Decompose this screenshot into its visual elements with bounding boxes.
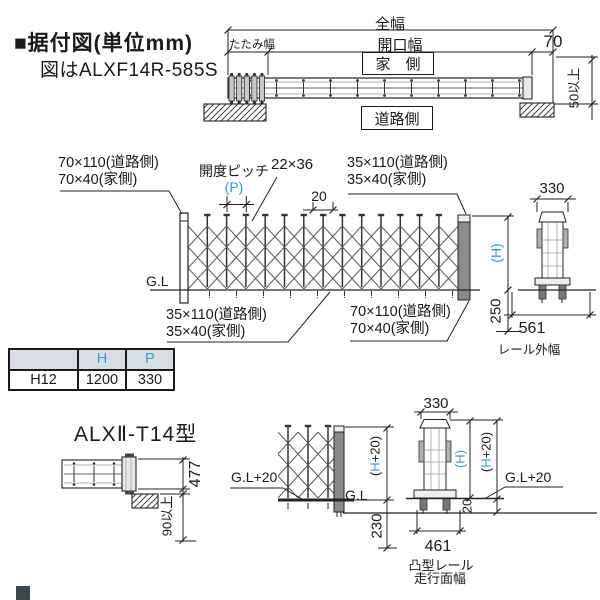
next-section-bullet — [16, 586, 30, 600]
curb-elevation-linework — [230, 424, 597, 552]
paren: ( — [367, 471, 383, 477]
spec-table-header-row: H P — [9, 349, 174, 370]
post-section-line1: 35×110(道路側) — [347, 155, 448, 171]
figure-note: 図はALXF14R-585S — [40, 60, 219, 81]
post-section-line1: 35×110(道路側) — [166, 307, 267, 323]
post-section-top-right-label: 35×110(道路側) 35×40(家側) — [347, 155, 448, 189]
paren: ( — [478, 467, 494, 473]
dim-230: 230 — [368, 513, 386, 539]
spec-table-cell-h: 1200 — [78, 369, 126, 390]
dim-height-plus-20-mid: (H+20) — [368, 436, 383, 476]
post-section-bottom-left-label: 35×110(道路側) 35×40(家側) — [166, 307, 267, 341]
plan-view-linework — [203, 26, 598, 122]
spec-table-cell-size: H12 — [9, 369, 78, 390]
spec-table: H P H12 1200 330 — [8, 348, 175, 391]
post-section-top-left-label: 70×110(道路側) 70×40(家側) — [58, 155, 159, 189]
post-side-section — [504, 195, 596, 319]
pitch-symbol: (P) — [224, 179, 244, 195]
gl-label-bottom: G.L — [345, 487, 368, 503]
dim-total-width: 全幅 — [374, 16, 406, 33]
model-label: ALXⅡ-T14型 — [74, 423, 198, 446]
dim-20-top: 20 — [311, 188, 327, 204]
dim-330-bottom: 330 — [423, 395, 449, 412]
dim-250: 250 — [487, 298, 505, 324]
post-section-line1: 70×110(道路側) — [58, 155, 159, 171]
dim-height-symbol: (H) — [488, 243, 504, 263]
dim-477: 477 — [187, 460, 204, 488]
spec-table-header-blank — [9, 349, 78, 370]
lattice-size-label: 22×36 — [271, 156, 314, 173]
house-side-label: 家 側 — [362, 52, 434, 75]
dim-330-post: 330 — [539, 180, 565, 197]
post-section-line2: 35×40(家側) — [166, 324, 246, 340]
road-side-label: 道路側 — [361, 106, 433, 130]
spec-table-cell-p: 330 — [126, 369, 174, 390]
rail-type-label-line2: 走行面幅 — [413, 571, 467, 586]
spec-table-header-h: H — [78, 349, 126, 370]
ground-line-label: G.L — [146, 273, 169, 289]
post-section-line1: 70×110(道路側) — [350, 304, 451, 320]
post-front-section-linework — [406, 408, 563, 535]
post-section-line2: 70×40(家側) — [350, 321, 430, 337]
post-section-bottom-right-label: 70×110(道路側) 70×40(家側) — [350, 304, 451, 338]
height-letter: H — [478, 458, 494, 468]
gl-plus-20-label-left: G.L+20 — [231, 469, 278, 485]
dim-561: 561 — [518, 320, 546, 337]
elevation-linework — [60, 176, 596, 343]
page-title: ■据付図(単位mm) — [14, 32, 194, 55]
plus-20: +20) — [478, 431, 494, 459]
post-section-line2: 35×40(家側) — [347, 172, 427, 188]
gl-plus-20-label-right: G.L+20 — [505, 469, 552, 485]
fold-plan-linework — [61, 453, 196, 544]
pitch-label: 開度ピッチ — [199, 163, 269, 179]
dim-clearance-90: 90以上 — [159, 495, 175, 537]
post-section-line2: 70×40(家側) — [58, 172, 138, 188]
dim-70: 70 — [543, 32, 563, 51]
dim-height-plus-20-right: (H+20) — [479, 432, 494, 472]
dim-height-symbol-bottom: (H) — [452, 449, 468, 469]
spec-table-header-p: P — [126, 349, 174, 370]
spec-table-data-row: H12 1200 330 — [9, 369, 174, 390]
rail-outer-width-label: レール外幅 — [497, 343, 561, 357]
dim-opening-width: 開口幅 — [377, 37, 423, 54]
dim-fold-width: たたみ幅 — [229, 39, 275, 51]
dim-461: 461 — [424, 538, 452, 555]
height-letter: H — [367, 462, 383, 472]
dim-clearance-50: 50以上 — [566, 67, 582, 109]
dim-20-curb: 20 — [459, 498, 475, 514]
plus-20: +20) — [367, 435, 383, 463]
rail-type-label-line1: 凸型レール — [408, 558, 474, 573]
